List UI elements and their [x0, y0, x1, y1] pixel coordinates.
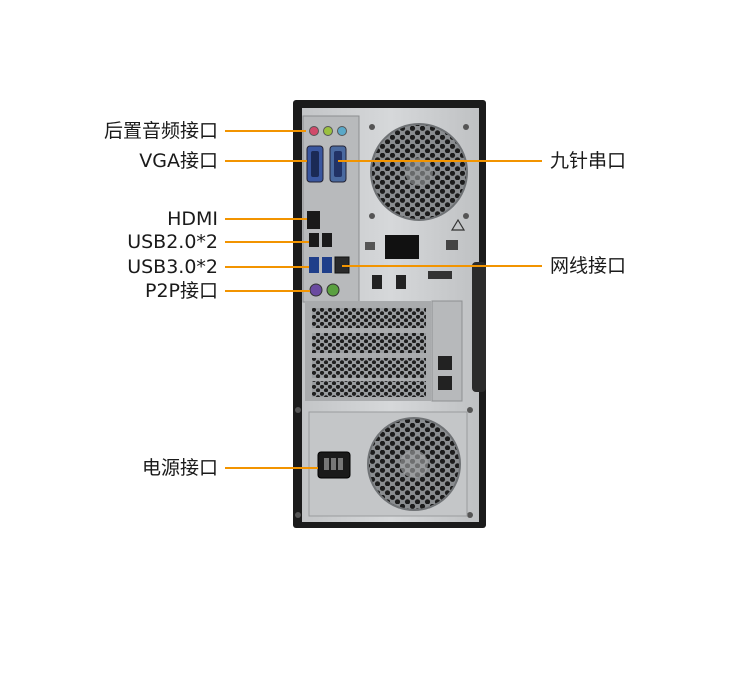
usb2-port-label: USB2.0*2 [127, 231, 218, 253]
ps2-port-green [326, 283, 340, 297]
usb3-port-2 [322, 257, 332, 273]
audio-jack-blue [337, 126, 347, 136]
hdmi-leader-line [225, 218, 307, 220]
p2p-leader-line [225, 290, 310, 292]
expansion-slot-1 [312, 308, 426, 328]
serial-port-label: 九针串口 [550, 150, 627, 172]
vga-leader-line [225, 160, 307, 162]
audio-leader-line [225, 130, 306, 132]
lock-slot [385, 235, 419, 259]
audio-jack-pink [309, 126, 319, 136]
lan-leader-line [342, 265, 542, 267]
serial-leader-line [338, 160, 542, 162]
power-port-label: 电源接口 [141, 457, 218, 479]
p2p-port-label: P2P接口 [144, 280, 218, 302]
audio-jack-green [323, 126, 333, 136]
ps2-port-purple [309, 283, 323, 297]
usb3-port-label: USB3.0*2 [127, 256, 218, 278]
hdmi-port-label: HDMI [167, 208, 218, 230]
side-handle [472, 262, 486, 392]
power-leader-line [225, 467, 318, 469]
usb2-port-2 [322, 233, 332, 247]
usb2-port-1 [309, 233, 319, 247]
usb3-port-1 [309, 257, 319, 273]
io-shield [302, 115, 360, 303]
audio-port-label: 后置音频接口 [103, 120, 218, 142]
expansion-slot-2 [312, 333, 426, 353]
expansion-slot-3 [312, 358, 426, 378]
expansion-slot-4 [312, 381, 426, 397]
usb3-leader-line [225, 266, 309, 268]
lan-port-label: 网线接口 [550, 255, 627, 277]
usb2-leader-line [225, 241, 309, 243]
vga-port-label: VGA接口 [139, 150, 218, 172]
hdmi-port [307, 211, 320, 229]
